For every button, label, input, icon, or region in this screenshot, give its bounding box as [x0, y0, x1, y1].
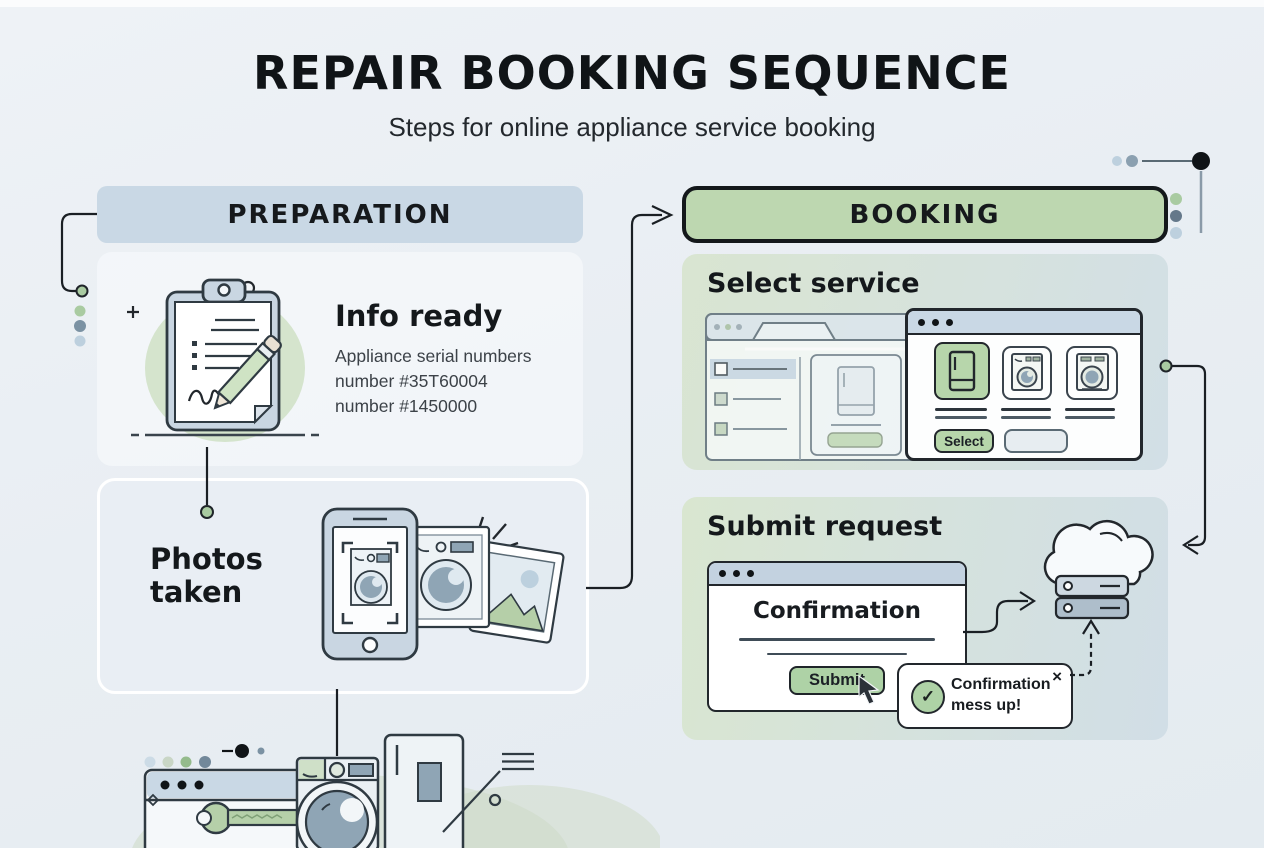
- step-detail: number #1450000: [335, 396, 478, 417]
- washing-machine-icon: [1011, 353, 1043, 391]
- plus-decoration: [127, 306, 139, 318]
- step-title: Photos taken: [150, 542, 263, 610]
- window-dot-icon: [747, 570, 754, 577]
- page-subtitle: Steps for online appliance service booki…: [388, 112, 876, 142]
- cloud-icon: [1043, 519, 1154, 586]
- node-dot: [75, 284, 89, 298]
- diamond-decoration: [146, 793, 160, 807]
- washing-machine-icon: [1076, 353, 1109, 391]
- info-ready-card: Info ready Appliance serial numbers numb…: [97, 252, 583, 466]
- step-detail: number #35T60004: [335, 371, 488, 392]
- dots-decoration-booking-right: [1170, 193, 1182, 239]
- washing-machine-icon: [295, 756, 380, 848]
- window-dot-icon: [918, 318, 925, 326]
- fridge-icon: [383, 733, 465, 848]
- dot-decoration: [235, 744, 249, 758]
- server-icon: [1054, 574, 1130, 620]
- window-titlebar: [908, 311, 1140, 335]
- product-card-fridge: [810, 354, 902, 456]
- arrowhead-right: [651, 205, 674, 225]
- select-button[interactable]: Select: [934, 429, 994, 453]
- secondary-button[interactable]: [1004, 429, 1068, 453]
- section-title: Submit request: [707, 511, 943, 542]
- top-border: [0, 0, 1264, 7]
- window-title: Confirmation: [753, 598, 921, 624]
- fridge-icon: [948, 350, 976, 392]
- submit-request-panel: Submit request Confirmation Submit: [682, 497, 1168, 740]
- smartphone: [321, 507, 419, 661]
- select-service-panel: Select service: [682, 254, 1168, 470]
- window-dot-icon: [946, 318, 953, 326]
- browser-wrench-icon: [143, 768, 315, 848]
- signature: [187, 389, 223, 405]
- photo-print-landscape: [468, 540, 565, 644]
- menu-lines-icon: [502, 752, 534, 771]
- appliance-tile-washer[interactable]: [1066, 346, 1118, 400]
- close-icon[interactable]: ×: [1052, 667, 1062, 686]
- cursor-icon: [858, 675, 880, 705]
- viewfinder-icon: [341, 541, 399, 625]
- check-icon: ✓: [911, 680, 945, 714]
- page-title: REPAIR BOOKING SEQUENCE: [253, 46, 1011, 100]
- home-button-icon: [361, 636, 379, 654]
- clipboard-pencil-illustration: [127, 278, 319, 442]
- window-titlebar: [709, 563, 965, 586]
- phone-photos-illustration: [321, 507, 565, 661]
- circle-decoration: [488, 793, 502, 807]
- confirmation-window: Confirmation Submit: [707, 561, 967, 712]
- section-title: Select service: [707, 268, 920, 299]
- connector-photos-to-booking: [586, 213, 662, 590]
- submit-button[interactable]: Submit: [789, 666, 885, 695]
- dots-decoration-left: [74, 305, 86, 347]
- arrowhead-left: [1181, 535, 1199, 555]
- cloud-server-illustration: [1043, 519, 1154, 620]
- preparation-header: PREPARATION: [97, 186, 583, 243]
- step-detail: Appliance serial numbers: [335, 346, 532, 367]
- window-dot-icon: [719, 570, 726, 577]
- window-dot-icon: [733, 570, 740, 577]
- diagonal-connector: [442, 770, 501, 833]
- appliance-tile-washer[interactable]: [1002, 346, 1052, 400]
- appliance-tile-fridge-selected[interactable]: [934, 342, 990, 400]
- service-selection-window: Select: [905, 308, 1143, 461]
- toast-message: Confirmation mess up!: [951, 676, 1051, 714]
- booking-header: BOOKING: [682, 186, 1168, 243]
- connector-preparation-left: [60, 212, 97, 293]
- step-title: Info ready: [335, 299, 503, 333]
- photos-taken-card: Photos taken: [97, 478, 589, 694]
- pencil-icon: [213, 334, 282, 410]
- appliances-illustration: [132, 733, 660, 848]
- confirmation-toast: ✓ Confirmation mess up! ×: [897, 663, 1073, 729]
- window-dot-icon: [932, 318, 939, 326]
- connector-select-to-submit: [1172, 364, 1207, 547]
